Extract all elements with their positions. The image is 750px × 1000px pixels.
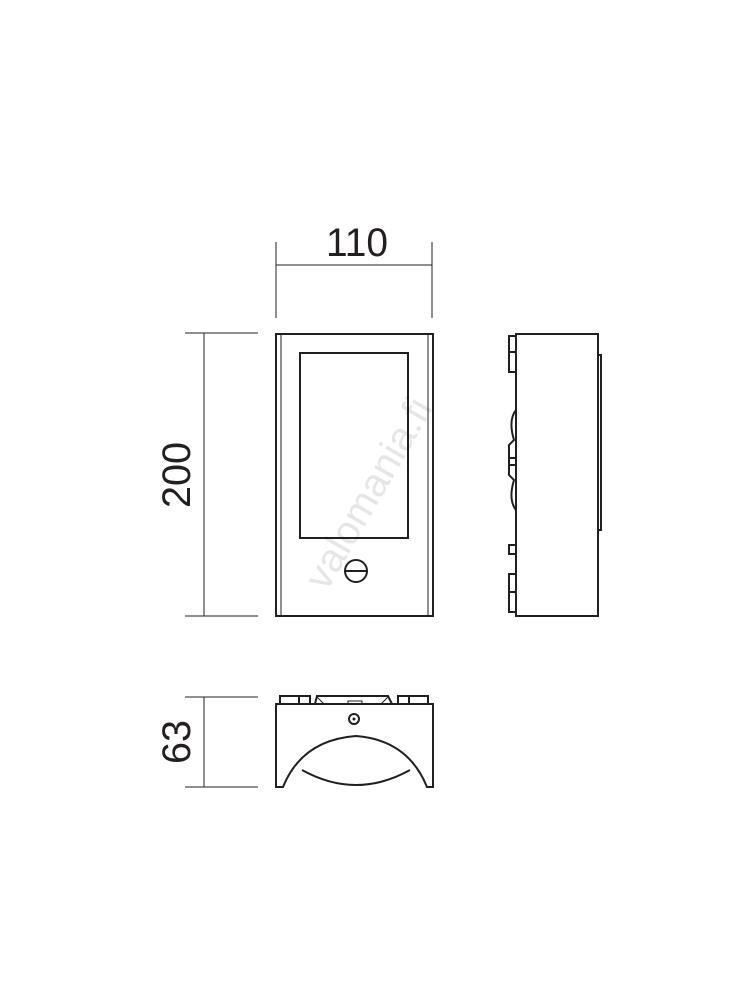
bottom-view — [275, 695, 434, 788]
width-dimension: 110 — [275, 221, 433, 318]
width-label: 110 — [326, 221, 388, 265]
light-window — [299, 352, 409, 539]
front-view — [275, 333, 434, 617]
screw-icon — [348, 713, 360, 725]
height-label: 200 — [155, 442, 199, 508]
depth-dimension: 63 — [155, 696, 258, 788]
watermark: valomania.fi — [296, 390, 441, 597]
height-dimension: 200 — [155, 332, 258, 617]
side-view — [508, 333, 602, 617]
depth-label: 63 — [155, 720, 199, 764]
